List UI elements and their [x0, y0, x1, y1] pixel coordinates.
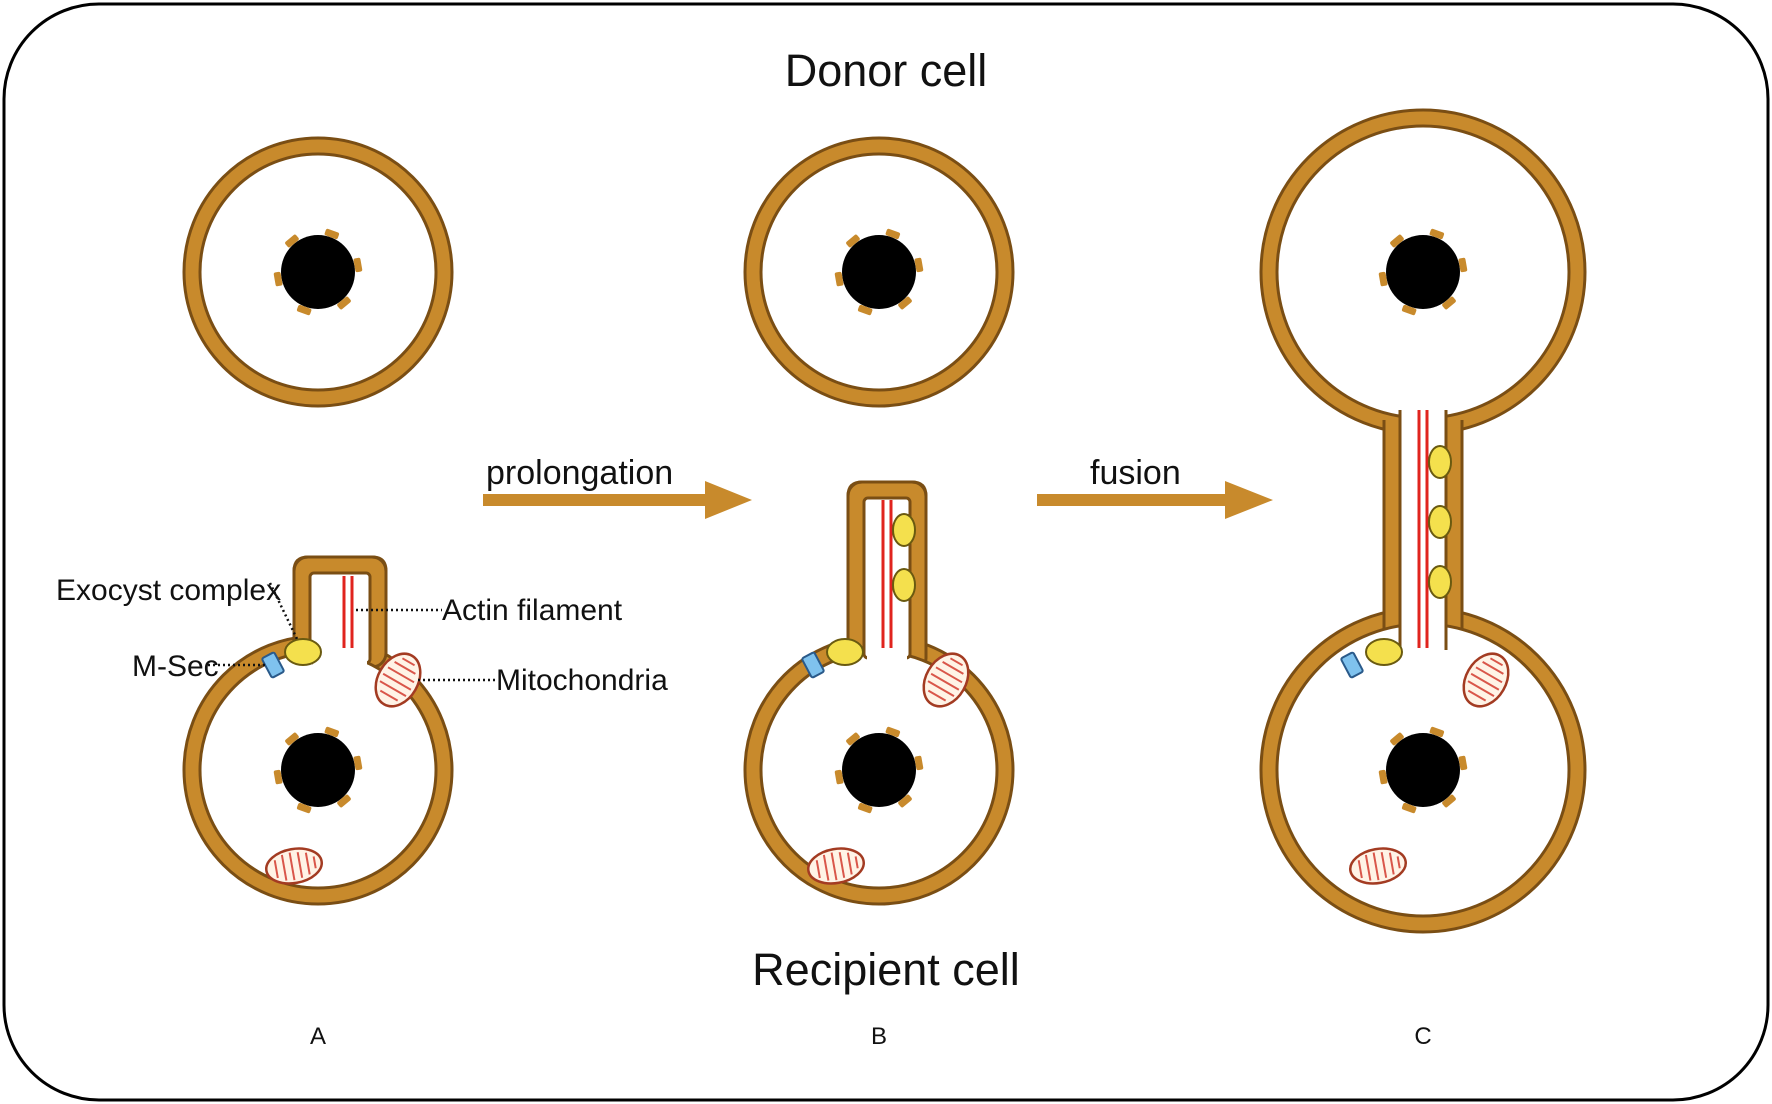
- exocyst-complex-a: [284, 638, 322, 666]
- fusion-label: fusion: [1090, 454, 1181, 492]
- exocyst-vesicle-c-1: [1428, 445, 1452, 479]
- mitochondrion-b-1: [922, 652, 970, 708]
- donor-cell-a: [182, 136, 454, 408]
- exocyst-vesicle-b-2: [892, 568, 916, 602]
- m-sec-b: [801, 651, 825, 679]
- fused-cells-c: [1259, 108, 1587, 934]
- prolongation-label: prolongation: [486, 454, 673, 492]
- recipient-cell-b: [743, 480, 1015, 906]
- exocyst-leader: [268, 582, 300, 642]
- panel-c: C: [1259, 108, 1587, 1050]
- nucleus-a-top: [273, 228, 363, 316]
- exocyst-vesicle-b-1: [892, 513, 916, 547]
- m-sec-label: M-Sec: [132, 650, 219, 683]
- fusion-step: fusion: [1037, 454, 1273, 519]
- mitochondrion-c-1: [1462, 652, 1510, 708]
- panel-label-a: A: [310, 1023, 326, 1050]
- prolongation-step: prolongation: [483, 454, 752, 519]
- mitochondrion-b-2: [807, 847, 865, 885]
- nucleus-b-top: [834, 228, 924, 316]
- actin-label: Actin filament: [442, 594, 623, 627]
- mitochondrion-c-2: [1349, 847, 1407, 885]
- mitochondria-label: Mitochondria: [496, 664, 668, 697]
- m-sec-a: [261, 651, 285, 679]
- panel-label-c: C: [1414, 1023, 1431, 1050]
- exocyst-complex-c: [1365, 638, 1403, 666]
- donor-cell-b: [743, 136, 1015, 408]
- panel-label-b: B: [871, 1023, 887, 1050]
- nucleus-a-bottom: [273, 726, 363, 814]
- nucleus-c-bottom: [1378, 726, 1468, 814]
- exocyst-vesicle-c-2: [1428, 505, 1452, 539]
- nucleus-b-bottom: [834, 726, 924, 814]
- donor-cell-title: Donor cell: [785, 45, 988, 96]
- mitochondrion-a-1: [374, 652, 422, 708]
- prolongation-arrow-icon: [483, 481, 752, 519]
- exocyst-complex-b: [826, 638, 864, 666]
- nucleus-c-top: [1378, 228, 1468, 316]
- exocyst-label: Exocyst complex: [56, 574, 281, 607]
- fusion-arrow-icon: [1037, 481, 1273, 519]
- panel-a: Exocyst complex M-Sec Actin filament Mit…: [56, 136, 668, 1050]
- recipient-cell-title: Recipient cell: [752, 944, 1020, 995]
- mitochondrion-a-2: [265, 847, 323, 885]
- m-sec-c: [1340, 651, 1364, 679]
- exocyst-vesicle-c-3: [1428, 565, 1452, 599]
- recipient-cell-a: [182, 555, 454, 906]
- panel-b: B: [743, 136, 1015, 1050]
